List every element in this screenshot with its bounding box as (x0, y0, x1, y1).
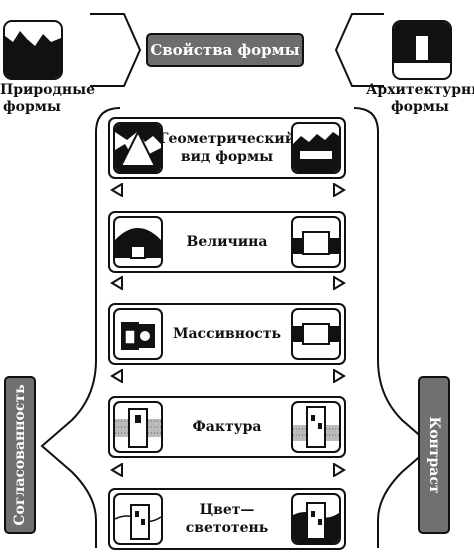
contrast-label: Контраст (426, 416, 442, 494)
row-label: Массивность (172, 326, 281, 342)
row-color-chiaroscuro: Цвет—светотень (108, 488, 346, 550)
arrow-right-icon (333, 276, 346, 290)
arrow-left-icon (110, 276, 123, 290)
arrow-right-icon (333, 183, 346, 197)
triangle-in-landscape-icon (113, 122, 163, 174)
mountain-silhouette-icon (3, 20, 63, 80)
row-size: Величина (108, 211, 346, 273)
small-block-under-dome-icon (113, 216, 163, 268)
arrow-left-icon (110, 463, 123, 477)
massive-form-icon (113, 308, 163, 360)
title-text: Свойства формы (150, 41, 300, 59)
arrow-left-icon (110, 183, 123, 197)
architectural-forms-label: Архитектурные формы (366, 82, 474, 115)
contrast-box: Контраст (418, 376, 450, 534)
bar-in-landscape-icon (291, 122, 341, 174)
row-label: Цвет—светотень (185, 502, 269, 536)
textured-tower-icon (291, 401, 341, 453)
light-block-icon (291, 308, 341, 360)
arrow-right-icon (333, 369, 346, 383)
form-properties-title: Свойства формы (146, 33, 304, 67)
dark-building-icon (291, 493, 341, 545)
row-label: Фактура (192, 419, 262, 435)
arrow-left-icon (110, 369, 123, 383)
large-block-icon (291, 216, 341, 268)
row-massiveness: Массивность (108, 303, 346, 365)
row-label: Геометрический вид формы (158, 131, 296, 165)
light-building-icon (113, 493, 163, 545)
arrow-right-icon (333, 463, 346, 477)
consistency-label: Согласованность (12, 384, 28, 526)
row-geometric-shape: Геометрический вид формы (108, 117, 346, 179)
textured-block-icon (113, 401, 163, 453)
row-label: Величина (186, 234, 268, 250)
row-texture: Фактура (108, 396, 346, 458)
natural-forms-label: Природные формы (0, 82, 96, 115)
doorway-icon (392, 20, 452, 80)
consistency-box: Согласованность (4, 376, 36, 534)
